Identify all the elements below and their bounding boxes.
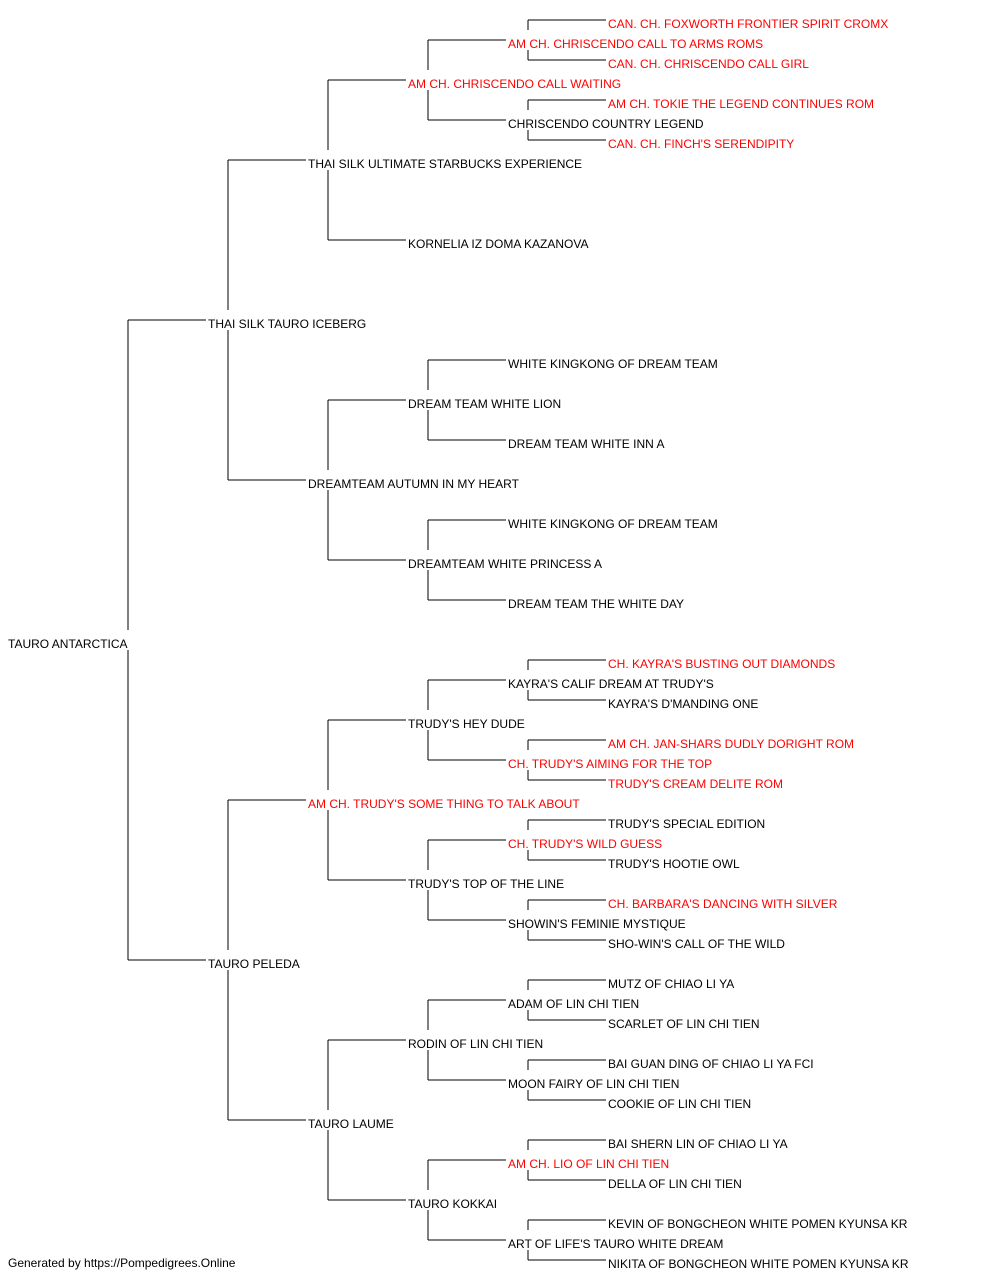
dog-name-pedigree-dam-sire-dam-sire: CH. TRUDY'S WILD GUESS — [508, 837, 662, 851]
dog-name-pedigree-dam-dam-sire-sire-sire: MUTZ OF CHIAO LI YA — [608, 977, 734, 991]
footer-credit: Generated by https://Pompedigrees.Online — [8, 1256, 236, 1270]
dog-name-pedigree-sire-dam-sire-sire: WHITE KINGKONG OF DREAM TEAM — [508, 357, 718, 371]
dog-name-pedigree-sire-sire-sire-dam: CHRISCENDO COUNTRY LEGEND — [508, 117, 704, 131]
dog-name-pedigree-dam-dam-sire: RODIN OF LIN CHI TIEN — [408, 1037, 543, 1051]
dog-name-pedigree-dam-dam-dam-dam-sire: KEVIN OF BONGCHEON WHITE POMEN KYUNSA KR — [608, 1217, 908, 1231]
dog-name-pedigree-dam-dam-dam-sire-sire: BAI SHERN LIN OF CHIAO LI YA — [608, 1137, 788, 1151]
dog-name-pedigree: TAURO ANTARCTICA — [8, 637, 128, 651]
dog-name-pedigree-dam-sire-dam-dam-dam: SHO-WIN'S CALL OF THE WILD — [608, 937, 785, 951]
dog-name-pedigree-dam-sire-sire-sire-dam: KAYRA'S D'MANDING ONE — [608, 697, 758, 711]
dog-name-pedigree-sire-dam-dam: DREAMTEAM WHITE PRINCESS A — [408, 557, 602, 571]
dog-name-pedigree-dam-dam-dam: TAURO KOKKAI — [408, 1197, 497, 1211]
dog-name-pedigree-dam-dam-sire-sire-dam: SCARLET OF LIN CHI TIEN — [608, 1017, 760, 1031]
dog-name-pedigree-dam-sire-sire-sire: KAYRA'S CALIF DREAM AT TRUDY'S — [508, 677, 714, 691]
dog-name-pedigree-dam-dam-sire-sire: ADAM OF LIN CHI TIEN — [508, 997, 639, 1011]
dog-name-pedigree-sire-sire-sire: AM CH. CHRISCENDO CALL WAITING — [408, 77, 621, 91]
dog-name-pedigree-dam-dam-dam-dam-dam: NIKITA OF BONGCHEON WHITE POMEN KYUNSA K… — [608, 1257, 909, 1271]
dog-name-pedigree-sire-dam-dam-sire: WHITE KINGKONG OF DREAM TEAM — [508, 517, 718, 531]
dog-name-pedigree-sire-sire-sire-sire-dam: CAN. CH. CHRISCENDO CALL GIRL — [608, 57, 809, 71]
dog-name-pedigree-dam-sire-sire: TRUDY'S HEY DUDE — [408, 717, 525, 731]
dog-name-pedigree-sire: THAI SILK TAURO ICEBERG — [208, 317, 366, 331]
dog-name-pedigree-dam-sire-dam: TRUDY'S TOP OF THE LINE — [408, 877, 564, 891]
dog-name-pedigree-sire-dam: DREAMTEAM AUTUMN IN MY HEART — [308, 477, 520, 491]
dog-name-pedigree-dam-sire-dam-dam-sire: CH. BARBARA'S DANCING WITH SILVER — [608, 897, 838, 911]
dog-name-pedigree-dam-dam-sire-dam: MOON FAIRY OF LIN CHI TIEN — [508, 1077, 679, 1091]
dog-name-pedigree-dam-sire-sire-dam: CH. TRUDY'S AIMING FOR THE TOP — [508, 757, 712, 771]
dog-name-pedigree-dam-dam-dam-dam: ART OF LIFE'S TAURO WHITE DREAM — [508, 1237, 723, 1251]
dog-name-pedigree-sire-dam-sire-dam: DREAM TEAM WHITE INN A — [508, 437, 664, 451]
dog-name-pedigree-sire-sire-sire-dam-sire: AM CH. TOKIE THE LEGEND CONTINUES ROM — [608, 97, 874, 111]
dog-name-pedigree-sire-sire: THAI SILK ULTIMATE STARBUCKS EXPERIENCE — [308, 157, 582, 171]
dog-name-pedigree-dam-dam: TAURO LAUME — [308, 1117, 394, 1131]
dog-name-pedigree-dam-dam-dam-sire: AM CH. LIO OF LIN CHI TIEN — [508, 1157, 669, 1171]
dog-name-pedigree-dam-sire-dam-sire-dam: TRUDY'S HOOTIE OWL — [608, 857, 740, 871]
dog-name-pedigree-dam-sire: AM CH. TRUDY'S SOME THING TO TALK ABOUT — [308, 797, 580, 811]
dog-name-pedigree-sire-sire-sire-sire-sire: CAN. CH. FOXWORTH FRONTIER SPIRIT CROMX — [608, 17, 888, 31]
dog-name-pedigree-dam-sire-sire-dam-sire: AM CH. JAN-SHARS DUDLY DORIGHT ROM — [608, 737, 854, 751]
dog-name-pedigree-dam-sire-dam-dam: SHOWIN'S FEMINIE MYSTIQUE — [508, 917, 686, 931]
dog-name-pedigree-sire-sire-sire-dam-dam: CAN. CH. FINCH'S SERENDIPITY — [608, 137, 794, 151]
dog-name-pedigree-sire-sire-sire-sire: AM CH. CHRISCENDO CALL TO ARMS ROMS — [508, 37, 763, 51]
dog-name-pedigree-dam-sire-sire-sire-sire: CH. KAYRA'S BUSTING OUT DIAMONDS — [608, 657, 835, 671]
dog-name-pedigree-dam-dam-sire-dam-sire: BAI GUAN DING OF CHIAO LI YA FCI — [608, 1057, 814, 1071]
dog-name-pedigree-dam-sire-dam-sire-sire: TRUDY'S SPECIAL EDITION — [608, 817, 765, 831]
dog-name-pedigree-sire-dam-dam-dam: DREAM TEAM THE WHITE DAY — [508, 597, 684, 611]
dog-name-pedigree-dam: TAURO PELEDA — [208, 957, 300, 971]
dog-name-pedigree-sire-dam-sire: DREAM TEAM WHITE LION — [408, 397, 561, 411]
dog-name-pedigree-sire-sire-dam: KORNELIA IZ DOMA KAZANOVA — [408, 237, 589, 251]
dog-name-pedigree-dam-dam-dam-sire-dam: DELLA OF LIN CHI TIEN — [608, 1177, 742, 1191]
dog-name-pedigree-dam-sire-sire-dam-dam: TRUDY'S CREAM DELITE ROM — [608, 777, 783, 791]
dog-name-pedigree-dam-dam-sire-dam-dam: COOKIE OF LIN CHI TIEN — [608, 1097, 751, 1111]
